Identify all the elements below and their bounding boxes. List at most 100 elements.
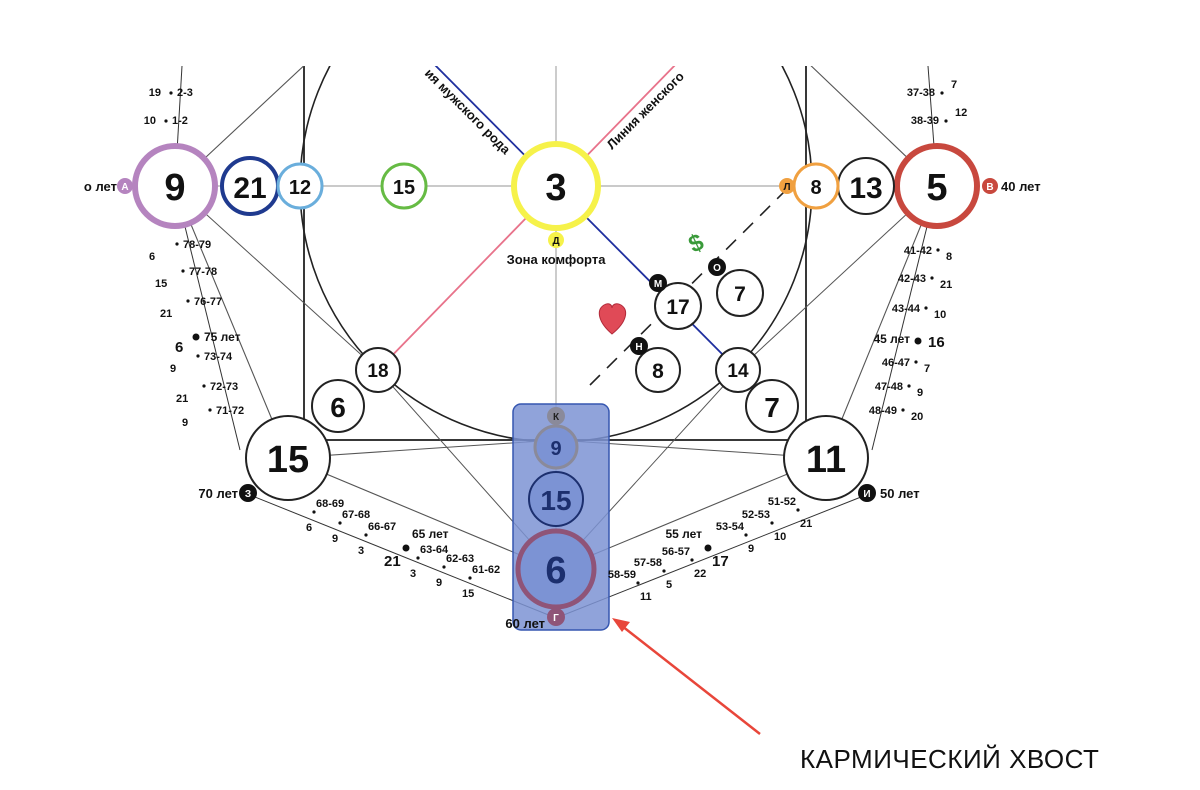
circle-left-low-2-value: 6 [330, 392, 346, 423]
dollar-icon: $ [685, 228, 709, 258]
tick-num: 9 [917, 387, 923, 399]
circle-inner-7-value: 7 [734, 283, 746, 306]
tick-num: 6 [149, 251, 155, 263]
circle-b-main [894, 143, 980, 229]
tick-range: 46-47 [882, 357, 910, 369]
circle-left-low-3-value: 18 [367, 361, 388, 382]
tick-num: 3 [410, 568, 416, 580]
circle-inner-8-value: 8 [652, 360, 664, 383]
tick-dot [186, 299, 190, 303]
circle-a-3 [276, 162, 324, 210]
circle-bottom-1-value: 9 [550, 438, 561, 460]
tick-range: 78-79 [183, 239, 211, 251]
tick-range: 76-77 [194, 296, 222, 308]
tick-num: 20 [911, 411, 923, 423]
tick-dot [936, 248, 940, 252]
age-75: 75 лет [204, 330, 241, 344]
tick-dot [181, 269, 185, 273]
circle-inner-17 [654, 282, 702, 330]
tick-range: 73-74 [204, 351, 233, 363]
bottom-left-big-num: 21 [384, 553, 401, 570]
tick-dot [924, 306, 928, 310]
marker-a: А [121, 182, 128, 193]
karmic-arrow [621, 625, 761, 735]
tick-dot [442, 565, 446, 569]
tick-num: 9 [170, 363, 176, 375]
tick-range: 48-49 [869, 405, 897, 417]
tick-range: 1-2 [172, 115, 188, 127]
tick-num: 7 [924, 363, 930, 375]
tick-dot [164, 119, 168, 123]
tick-num: 3 [358, 545, 364, 557]
tick-num: 9 [332, 533, 338, 545]
tick-num: 19 [149, 87, 161, 99]
tick-num: 21 [940, 279, 952, 291]
tick-range: 61-62 [472, 564, 500, 576]
circle-b-main-value: 5 [926, 167, 947, 209]
tick-range: 42-43 [898, 273, 926, 285]
tick-dot [690, 558, 694, 562]
left-big-num: 6 [175, 339, 183, 356]
age-g: 60 лет [505, 616, 545, 631]
tick-dot [944, 119, 948, 123]
circle-bottom-3-value: 6 [545, 550, 566, 592]
circle-left-low-value: 15 [267, 439, 309, 481]
circle-b-2-value: 13 [849, 172, 882, 205]
female-line-label: Линия женского [604, 69, 687, 152]
tick-num: 12 [955, 107, 967, 119]
tick-dot [169, 91, 173, 95]
circle-right-low-value: 11 [806, 439, 846, 481]
circle-left-low [245, 415, 331, 501]
tick-num: 21 [160, 308, 172, 320]
tick-dot [364, 533, 368, 537]
tick-range: 51-52 [768, 496, 796, 508]
circle-right-low [783, 415, 869, 501]
circle-left-low-3 [355, 347, 401, 393]
circle-a-3-value: 12 [289, 177, 311, 199]
marker-l: Л [783, 182, 790, 193]
tick-range: 67-68 [342, 509, 370, 521]
tick-range: 56-57 [662, 546, 690, 558]
age-45: 45 лет [873, 332, 910, 346]
tick-num: 9 [748, 543, 754, 555]
age-b: 40 лет [1001, 179, 1041, 194]
marker-d: Д [552, 236, 559, 247]
tick-dot [416, 556, 420, 560]
circle-bottom-1 [533, 424, 579, 470]
circle-b-3-value: 8 [810, 177, 821, 199]
arrow-head-icon [612, 618, 630, 632]
tick-num: 8 [946, 251, 952, 263]
tick-dot [796, 508, 800, 512]
tick-num: 6 [306, 522, 312, 534]
heart-icon [598, 303, 627, 335]
age-i: 50 лет [880, 486, 920, 501]
tick-range: 43-44 [892, 303, 921, 315]
tick-range: 41-42 [904, 245, 932, 257]
age-65: 65 лет [412, 527, 449, 541]
male-line-label: ия мужского рода [422, 66, 514, 158]
tick-range: 68-69 [316, 498, 344, 510]
tick-range: 71-72 [216, 405, 244, 417]
tick-range: 62-63 [446, 553, 474, 565]
circle-bottom-3 [515, 528, 597, 610]
circle-right-low-2-value: 7 [764, 392, 780, 423]
tick-range: 66-67 [368, 521, 396, 533]
tick-range: 58-59 [608, 569, 636, 581]
circle-a-4 [380, 162, 428, 210]
tick-num: 21 [176, 393, 188, 405]
marker-m: М [654, 279, 662, 290]
tick-num: 10 [144, 115, 156, 127]
circle-left-low-2 [311, 379, 365, 433]
tick-range: 52-53 [742, 509, 770, 521]
tick-dot [636, 581, 640, 585]
tick-dot [312, 510, 316, 514]
marker-o: О [713, 263, 721, 274]
tick-dot [175, 242, 179, 246]
circle-right-low-3 [715, 347, 761, 393]
age-a: о лет [84, 179, 117, 194]
circle-a-main [132, 143, 218, 229]
circle-a-main-value: 9 [164, 167, 185, 209]
tick-dot [468, 576, 472, 580]
tick-dot [901, 408, 905, 412]
